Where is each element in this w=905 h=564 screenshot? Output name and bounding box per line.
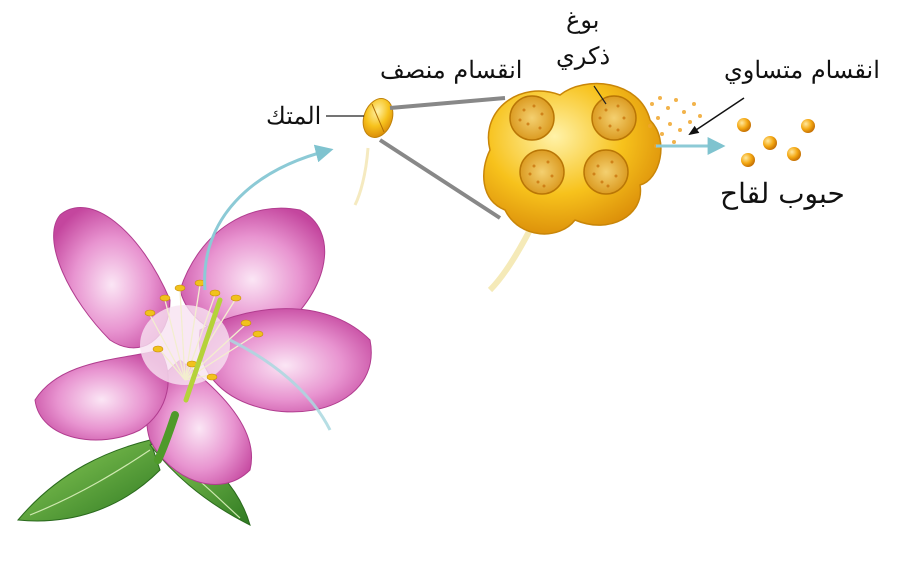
pollen-grains xyxy=(737,118,815,167)
pollen-grain xyxy=(787,147,801,161)
zoom-line xyxy=(380,140,500,218)
pollen-grain xyxy=(737,118,751,132)
label-mitosis: انقسام متساوي xyxy=(724,58,880,82)
anther-cross-section xyxy=(484,84,661,290)
pollen-grain xyxy=(763,136,777,150)
leaf xyxy=(18,440,160,521)
pollen-sac xyxy=(584,150,628,194)
zoom-line xyxy=(390,98,505,108)
pollen-grain xyxy=(801,119,815,133)
label-anther: المتك xyxy=(266,104,321,128)
label-pollen-grains: حبوب لقاح xyxy=(720,180,845,208)
pollen-sac xyxy=(510,96,554,140)
flower-illustration xyxy=(18,208,371,525)
label-microspore-line1: بوغ xyxy=(566,8,599,32)
pollen-sac xyxy=(520,150,564,194)
label-meiosis: انقسام منصف xyxy=(380,58,522,82)
label-microspore-line2: ذكري xyxy=(556,44,610,68)
pollen-grain xyxy=(741,153,755,167)
